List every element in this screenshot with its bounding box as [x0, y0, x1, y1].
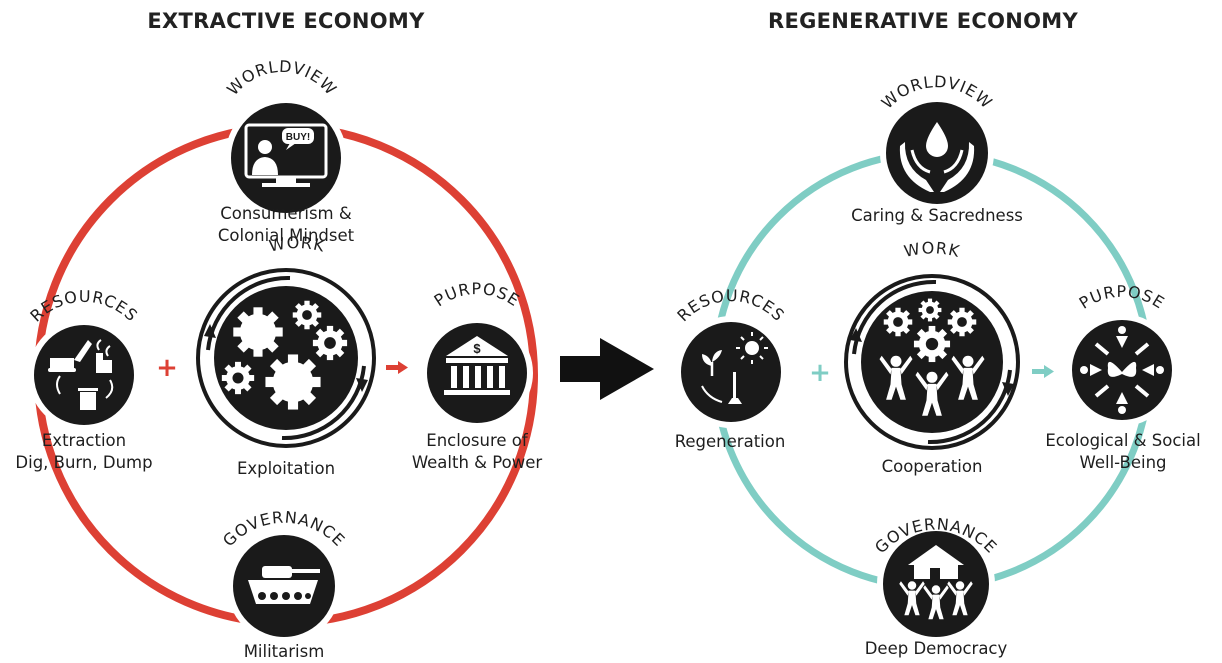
tank-icon — [248, 566, 320, 604]
extractive-purpose-node: $ PURPOSE — [421, 279, 533, 429]
regenerative-title: REGENERATIVE ECONOMY — [768, 9, 1078, 33]
regenerative-work-caption: Cooperation — [852, 456, 1012, 478]
caption-line: Exploitation — [236, 459, 336, 478]
bank-dollar-icon: $ — [444, 336, 510, 395]
regenerative-worldview-node: WORLDVIEW — [878, 72, 995, 210]
regenerative-plus-sign: + — [809, 358, 831, 388]
regenerative-work-node: WORK — [844, 238, 1020, 450]
buy-speech-text: BUY! — [286, 132, 310, 143]
svg-text:PURPOSE: PURPOSE — [1076, 282, 1169, 313]
caption-line: Extraction — [41, 431, 127, 450]
extraction-icon — [48, 339, 114, 410]
caption-line: Well-Being — [1079, 453, 1167, 472]
extractive-resources-caption: Extraction Dig, Burn, Dump — [4, 430, 164, 474]
svg-text:PURPOSE: PURPOSE — [431, 279, 524, 310]
extractive-work-heading: WORK — [267, 233, 326, 256]
dollar-sign-text: $ — [473, 341, 481, 356]
caption-line: Colonial Mindset — [217, 226, 355, 245]
caption-line: Consumerism & — [220, 204, 352, 223]
extractive-governance-caption: Militarism — [204, 641, 364, 663]
extractive-purpose-heading: PURPOSE — [431, 279, 523, 310]
transition-arrow-icon — [560, 338, 654, 400]
caption-line: Enclosure of — [426, 431, 528, 450]
caption-line: Deep Democracy — [864, 639, 1008, 658]
caption-line: Cooperation — [881, 457, 983, 476]
regenerative-resources-node: RESOURCES — [673, 286, 788, 428]
extractive-worldview-caption: Consumerism & Colonial Mindset — [186, 203, 386, 247]
regenerative-small-arrow-icon — [1032, 365, 1054, 378]
tv-buy-icon: BUY! — [244, 123, 328, 187]
regeneration-icon — [701, 332, 768, 404]
regenerative-resources-caption: Regeneration — [648, 431, 812, 453]
regenerative-worldview-caption: Caring & Sacredness — [822, 205, 1052, 227]
regenerative-purpose-heading: PURPOSE — [1076, 282, 1168, 313]
extractive-purpose-caption: Enclosure of Wealth & Power — [397, 430, 557, 474]
caption-line: Wealth & Power — [411, 453, 543, 472]
caption-line: Ecological & Social — [1045, 431, 1201, 450]
extractive-small-arrow-icon — [386, 361, 408, 374]
extractive-governance-node: GOVERNANCE — [219, 508, 348, 643]
caption-line: Regeneration — [674, 432, 786, 451]
caption-line: Dig, Burn, Dump — [15, 453, 153, 472]
gears-runner-icon — [221, 300, 348, 410]
svg-text:WORLDVIEW: WORLDVIEW — [223, 57, 341, 99]
regenerative-purpose-node: PURPOSE — [1066, 282, 1178, 426]
people-lifting-house-icon — [899, 545, 973, 620]
extractive-resources-node: RESOURCES — [26, 287, 141, 431]
hands-water-drop-icon — [899, 122, 975, 192]
regenerative-purpose-caption: Ecological & Social Well-Being — [1030, 430, 1216, 474]
extractive-worldview-heading: WORLDVIEW — [223, 57, 340, 99]
regenerative-governance-node: GOVERNANCE — [871, 514, 1000, 643]
svg-text:WORK: WORK — [902, 238, 962, 261]
butterfly-people-icon — [1080, 326, 1164, 414]
extractive-plus-sign: + — [156, 353, 178, 383]
extractive-work-node: WORK — [196, 233, 376, 448]
extractive-title: EXTRACTIVE ECONOMY — [147, 9, 425, 33]
regenerative-governance-caption: Deep Democracy — [836, 638, 1036, 660]
caption-line: Caring & Sacredness — [851, 206, 1023, 225]
extractive-work-caption: Exploitation — [206, 458, 366, 480]
extractive-worldview-node: BUY! WORLDVIEW — [223, 57, 347, 219]
caption-line: Militarism — [243, 642, 325, 661]
regenerative-work-heading: WORK — [902, 238, 961, 261]
svg-text:WORK: WORK — [267, 233, 327, 256]
